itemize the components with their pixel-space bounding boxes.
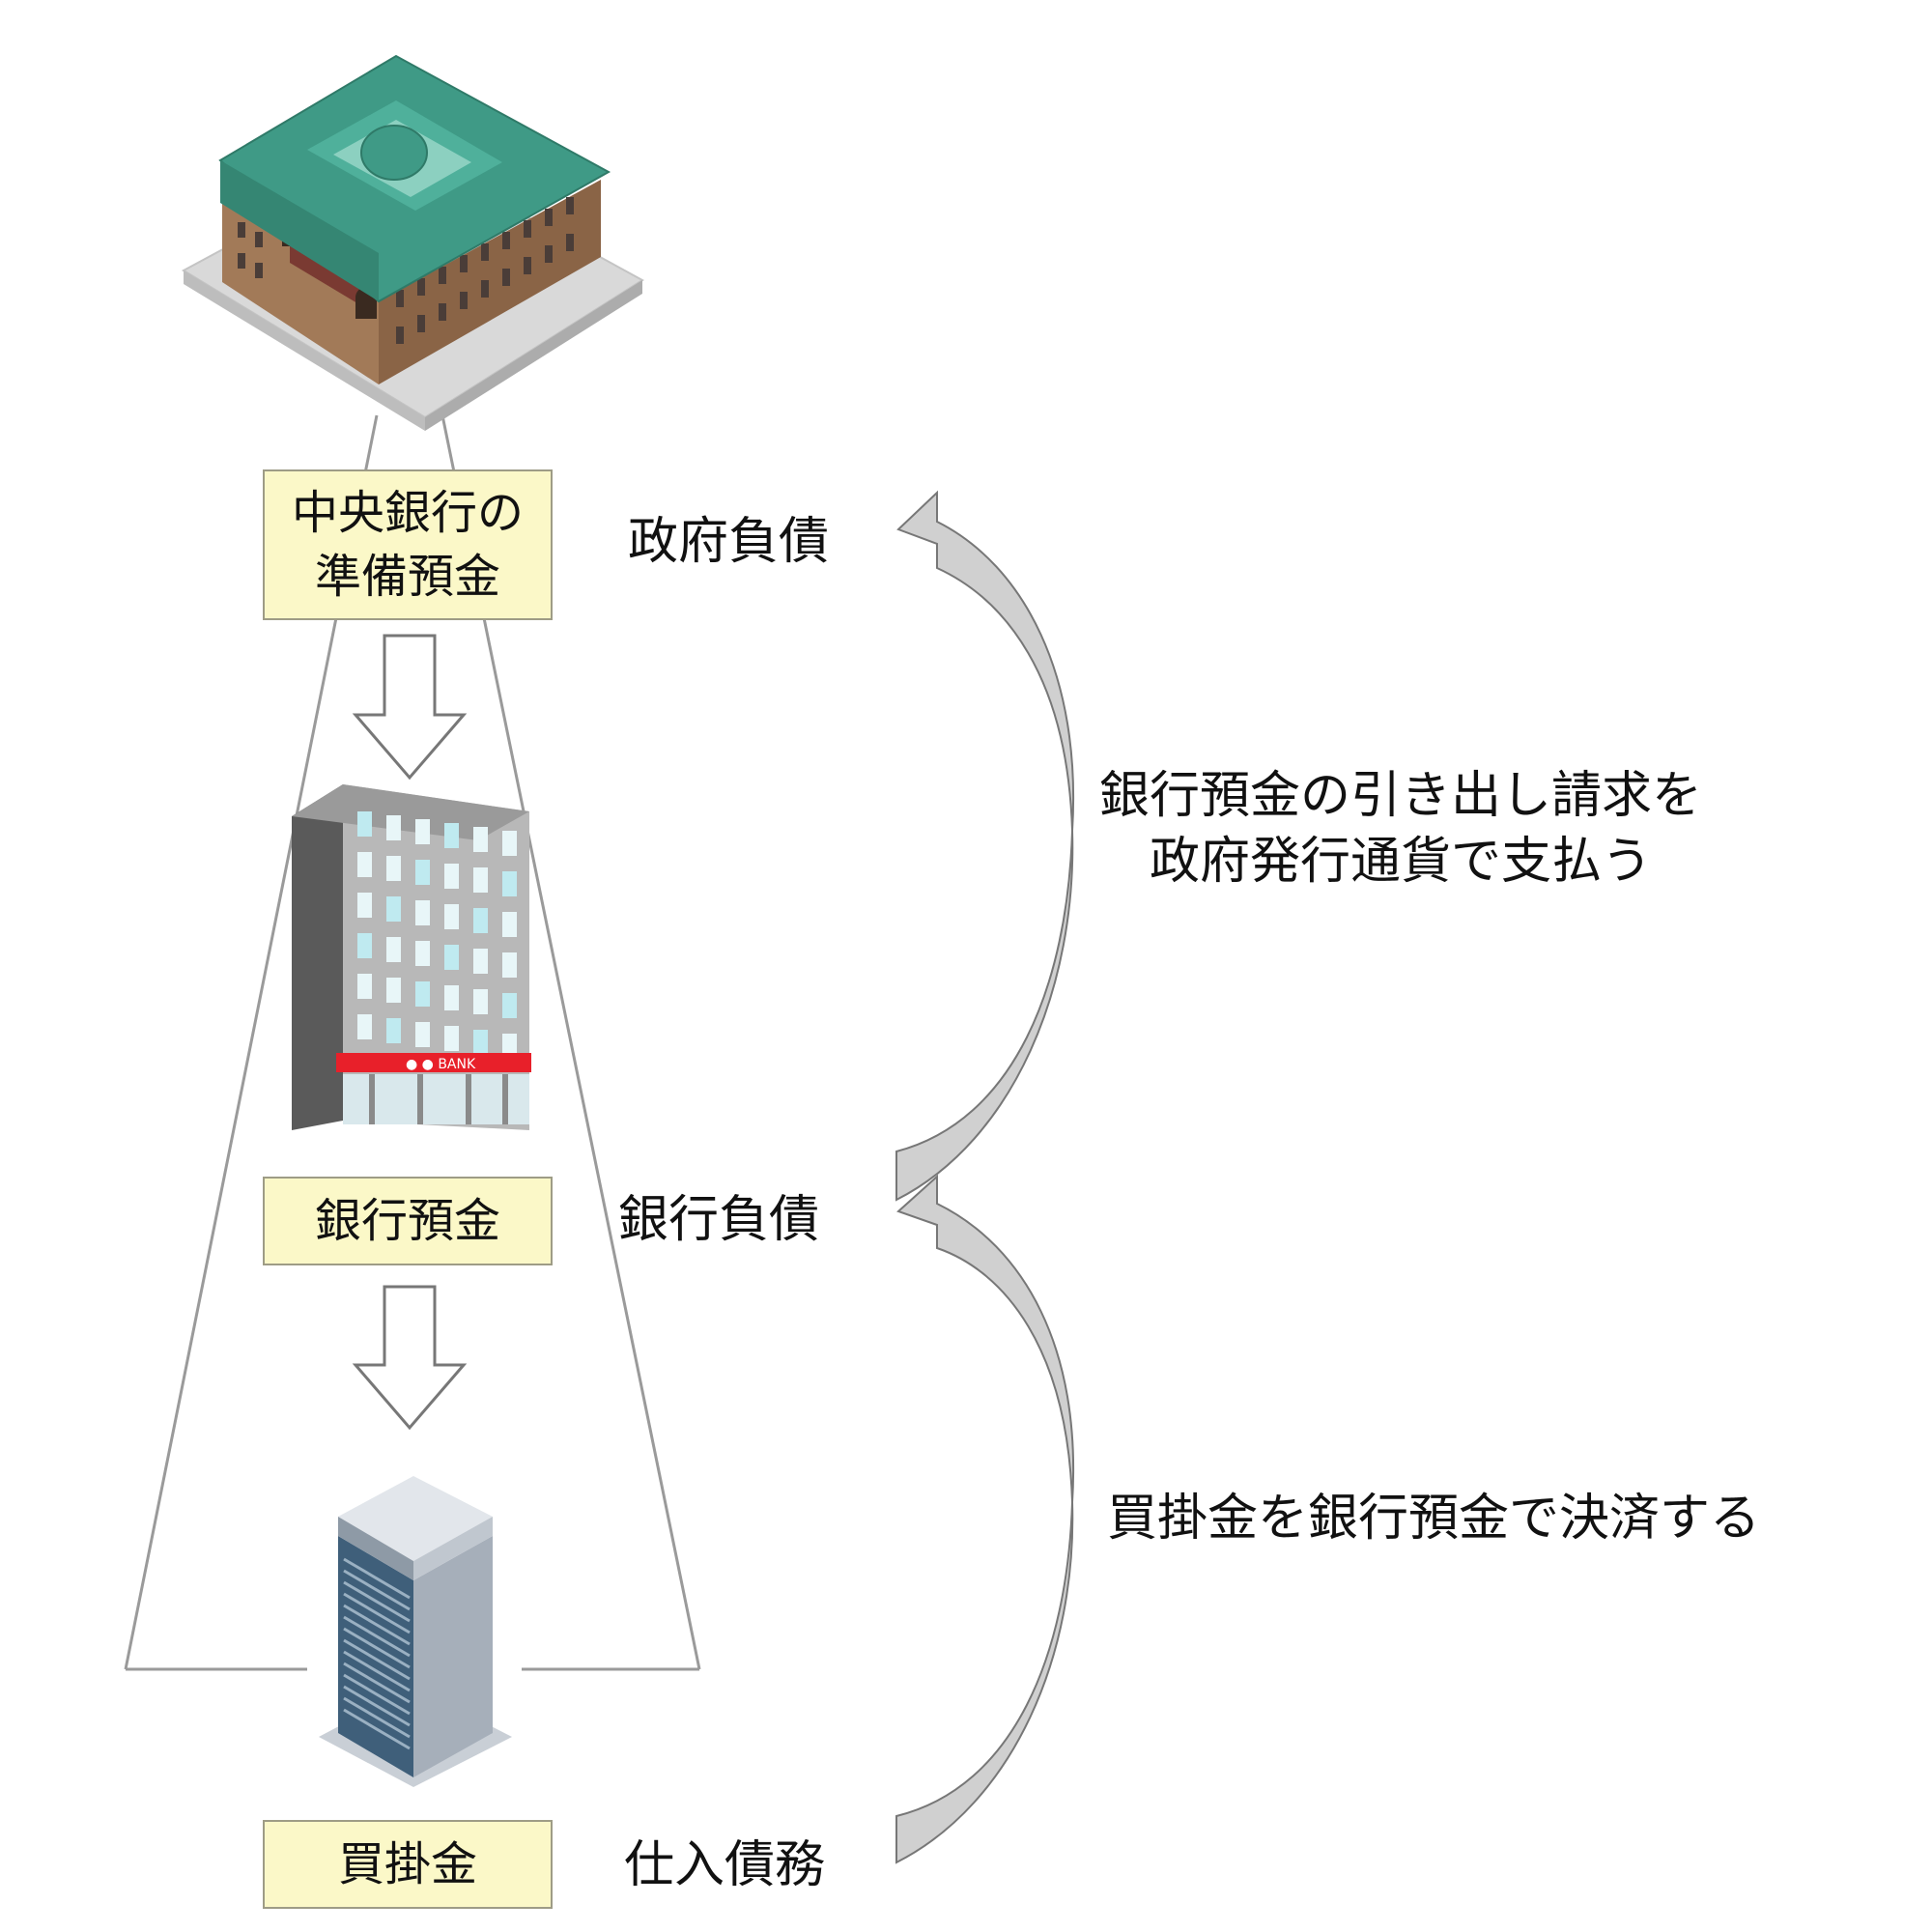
- transition-1-line-1: 銀行預金の引き出し請求を: [1099, 767, 1703, 825]
- bank-window: [473, 949, 488, 974]
- accounts-payable-box: 買掛金: [263, 1820, 553, 1909]
- pyramid-outline: [124, 414, 701, 1671]
- central-bank-reserves-line-2: 準備預金: [314, 550, 500, 604]
- central-bank-building-icon: [181, 54, 644, 431]
- bank-window: [415, 941, 430, 966]
- office-window-band: [343, 1650, 411, 1692]
- bank-window: [444, 904, 459, 929]
- transition-description-2: 買掛金を銀行預金で決済する: [1107, 1486, 1760, 1551]
- bank-window: [415, 860, 430, 885]
- transition-2-line-1: 買掛金を銀行預金で決済する: [1107, 1490, 1761, 1548]
- office-window-band: [343, 1708, 411, 1750]
- office-window-band: [343, 1615, 411, 1658]
- office-window-band: [343, 1627, 411, 1669]
- curved-arrow-payable-to-bank: [895, 1174, 1074, 1864]
- bank-window: [386, 1018, 401, 1043]
- bank-window: [386, 937, 401, 962]
- transition-description-1: 銀行預金の引き出し請求を 政府発行通貨で支払う: [1099, 763, 1702, 895]
- bank-window: [473, 1030, 488, 1055]
- bank-window: [502, 1034, 517, 1059]
- office-window-band: [343, 1638, 411, 1681]
- office-window-band: [343, 1569, 411, 1611]
- bank-window: [415, 1022, 430, 1047]
- down-arrow-2: [352, 1285, 468, 1431]
- bank-window: [357, 1014, 372, 1039]
- bank-window: [386, 896, 401, 922]
- office-window-bands: [343, 1557, 411, 1750]
- company-office-building-icon: [319, 1476, 512, 1787]
- bank-window: [357, 893, 372, 918]
- bank-liability-label: 銀行負債: [618, 1191, 820, 1249]
- office-window-band: [343, 1592, 411, 1634]
- curved-arrow-bank-to-government: [895, 490, 1074, 1202]
- bank-window: [502, 871, 517, 896]
- government-liability-label: 政府負債: [628, 513, 830, 571]
- transition-1-line-2: 政府発行通貨で支払う: [1150, 833, 1653, 891]
- bank-window: [473, 867, 488, 893]
- down-arrow-1: [352, 634, 468, 781]
- bank-window: [415, 900, 430, 925]
- bank-window-grid: [357, 811, 517, 1059]
- office-window-band: [343, 1685, 411, 1727]
- bank-sign: [336, 1053, 531, 1072]
- office-window-band: [343, 1580, 411, 1623]
- bank-window: [357, 811, 372, 837]
- bank-window: [473, 908, 488, 933]
- office-window-band: [343, 1604, 411, 1646]
- accounts-payable-label: 買掛金: [337, 1837, 477, 1891]
- bank-window: [415, 981, 430, 1007]
- bank-window: [502, 912, 517, 937]
- bank-window: [444, 945, 459, 970]
- office-window-band: [343, 1662, 411, 1704]
- bank-sign-label: ● ● BANK: [406, 1057, 476, 1072]
- bank-window: [444, 864, 459, 889]
- bank-window: [415, 819, 430, 844]
- bank-window: [444, 823, 459, 848]
- bank-window: [473, 989, 488, 1014]
- bank-window: [502, 993, 517, 1018]
- office-window-band: [343, 1696, 411, 1739]
- central-bank-reserves-line-1: 中央銀行の: [291, 486, 524, 540]
- trade-payable-label: 仕入債務: [624, 1836, 826, 1894]
- bank-window: [386, 815, 401, 840]
- bank-deposit-label: 銀行預金: [314, 1194, 500, 1248]
- bank-window: [444, 1026, 459, 1051]
- commercial-bank-building-icon: ● ● BANK: [292, 784, 531, 1130]
- bank-window: [357, 933, 372, 958]
- office-window-band: [343, 1557, 411, 1600]
- bank-window: [386, 978, 401, 1003]
- bank-window: [502, 831, 517, 856]
- bank-window: [502, 952, 517, 978]
- central-bank-reserves-box: 中央銀行の 準備預金: [263, 469, 553, 620]
- bank-window: [357, 974, 372, 999]
- bank-window: [357, 852, 372, 877]
- bank-deposit-box: 銀行預金: [263, 1177, 553, 1265]
- bank-window: [473, 827, 488, 852]
- bank-window: [386, 856, 401, 881]
- office-window-band: [343, 1673, 411, 1716]
- bank-window: [444, 985, 459, 1010]
